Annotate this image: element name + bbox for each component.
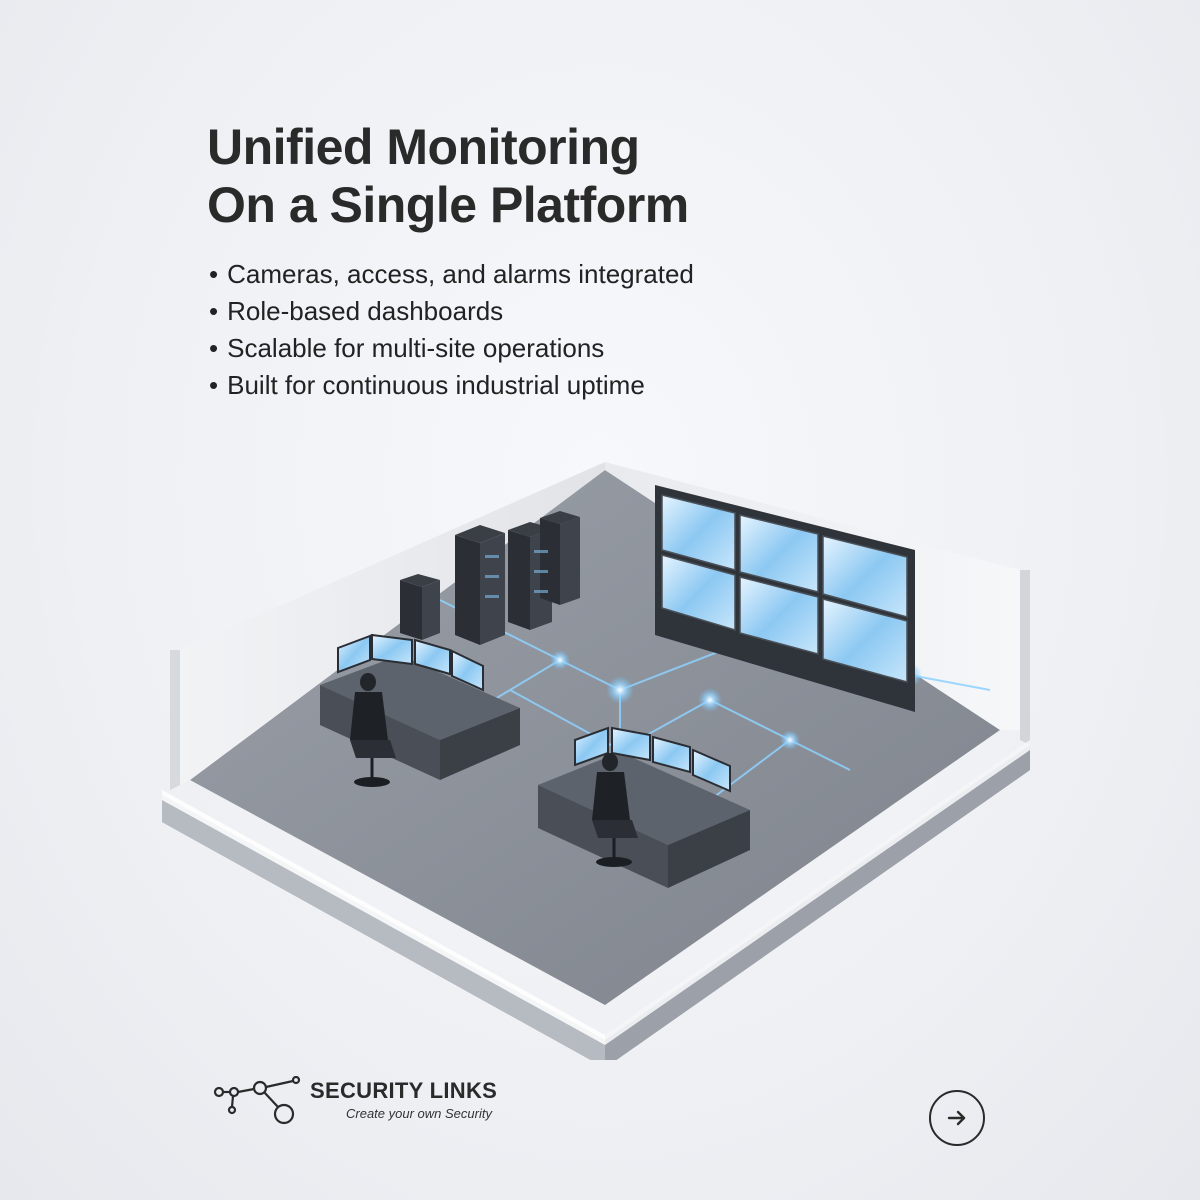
title-line-1: Unified Monitoring [207, 119, 640, 175]
control-room-illustration [162, 462, 1030, 1060]
brand-name: SECURITY LINKS [310, 1078, 498, 1103]
feature-item: Role-based dashboards [209, 293, 694, 330]
feature-list: Cameras, access, and alarms integrated R… [209, 256, 694, 404]
brand-tagline: Create your own Security [346, 1106, 492, 1121]
feature-item: Built for continuous industrial uptime [209, 367, 694, 404]
title-line-2: On a Single Platform [207, 177, 689, 233]
linked-nodes-icon [213, 1076, 301, 1125]
brand: SECURITY LINKS Create your own Security [212, 1068, 572, 1128]
arrow-right-icon [947, 1110, 966, 1126]
feature-item: Scalable for multi-site operations [209, 330, 694, 367]
feature-item: Cameras, access, and alarms integrated [209, 256, 694, 293]
page-title: Unified Monitoring On a Single Platform [207, 118, 907, 234]
next-button[interactable] [929, 1090, 985, 1146]
